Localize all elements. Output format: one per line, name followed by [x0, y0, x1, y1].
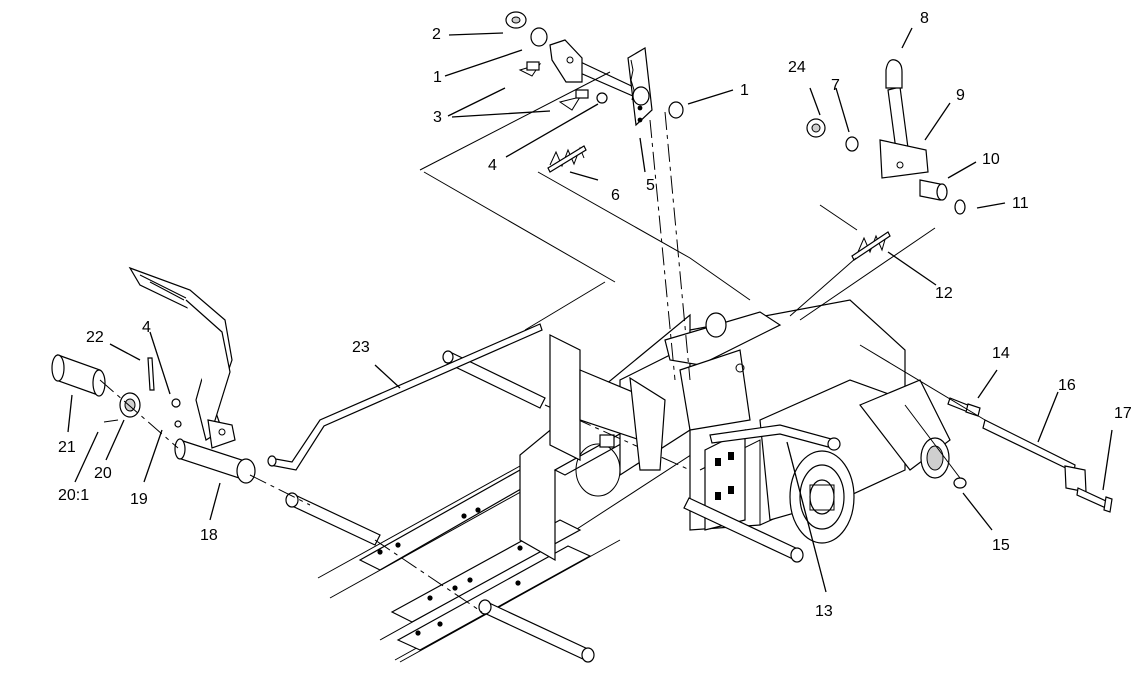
callout-labels: 1 1 2 3 4 4 5 6 7 8 9 10 11 12 13 14 15 …: [58, 10, 1132, 620]
cross-tubes: [285, 350, 804, 663]
callout-15: 15: [992, 537, 1010, 554]
drive-pulley: [789, 450, 855, 544]
callout-5: 5: [646, 177, 655, 194]
callout-1-right: 1: [740, 82, 749, 99]
callout-20-1: 20:1: [58, 487, 89, 504]
callout-10: 10: [982, 151, 1000, 168]
chassis-frame: [285, 299, 951, 663]
callout-2: 2: [432, 26, 441, 43]
callout-24: 24: [788, 59, 806, 76]
callout-1-left: 1: [433, 69, 442, 86]
callout-9: 9: [956, 87, 965, 104]
callout-12: 12: [935, 285, 953, 302]
rail-holes: [377, 507, 523, 636]
callout-6: 6: [611, 187, 620, 204]
callout-7: 7: [831, 77, 840, 94]
callout-21: 21: [58, 439, 76, 456]
callout-8: 8: [920, 10, 929, 27]
callout-4-upper: 4: [488, 157, 497, 174]
upper-linkage-assembly: [419, 11, 751, 381]
callout-leaders: [67, 27, 1113, 593]
upper-lever-assembly: [789, 59, 1113, 513]
callout-4-lower: 4: [142, 319, 151, 336]
callout-16: 16: [1058, 377, 1076, 394]
callout-19: 19: [130, 491, 148, 508]
callout-20: 20: [94, 465, 112, 482]
callout-13: 13: [815, 603, 833, 620]
callout-3: 3: [433, 109, 442, 126]
callout-14: 14: [992, 345, 1010, 362]
callout-17: 17: [1114, 405, 1132, 422]
brake-pedal-assembly: [51, 266, 543, 506]
callout-23: 23: [352, 339, 370, 356]
callout-11: 11: [1012, 195, 1029, 212]
callout-18: 18: [200, 527, 218, 544]
callout-22: 22: [86, 329, 104, 346]
